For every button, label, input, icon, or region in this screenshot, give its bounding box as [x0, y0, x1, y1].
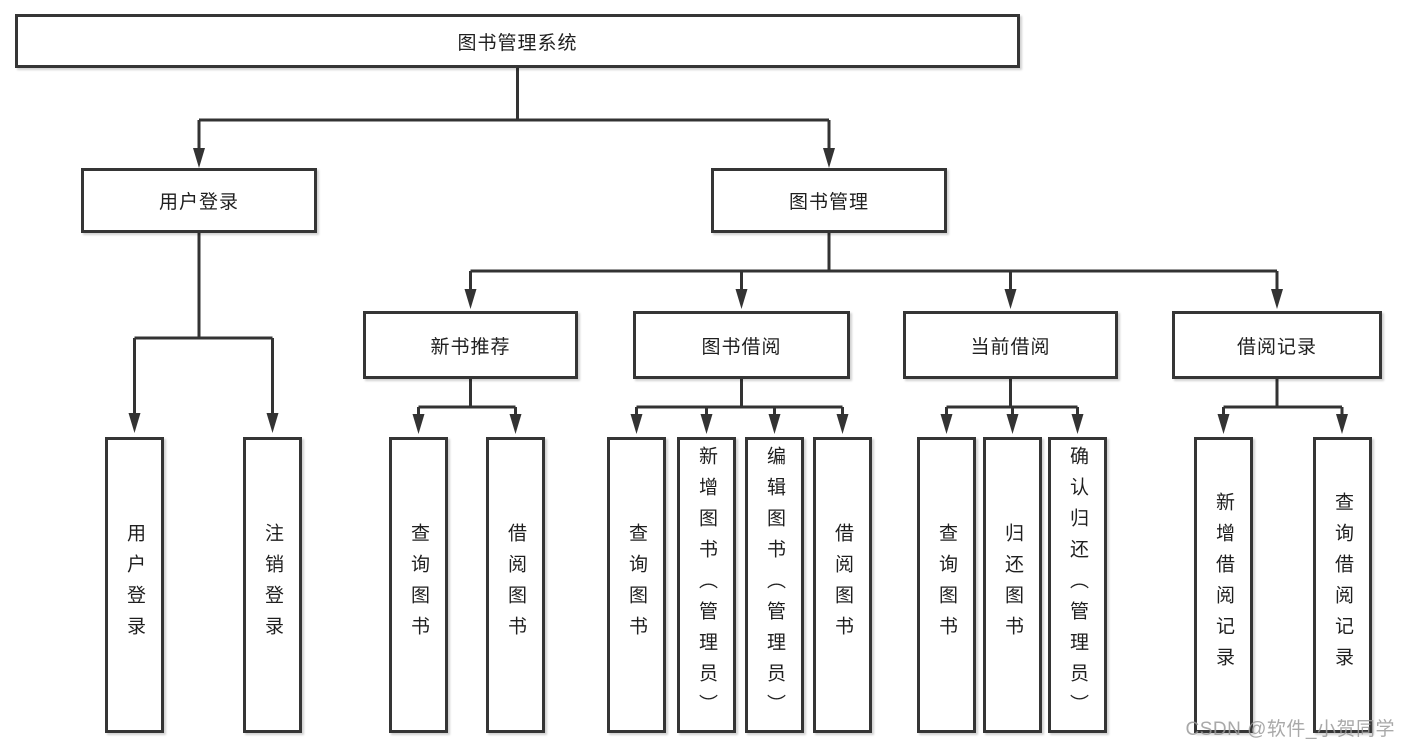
- leaf-confirm-return-admin: 确认归还（管理员）: [1048, 437, 1107, 733]
- leaf-current-query-books: 查询图书: [917, 437, 976, 733]
- leaf-edit-books-admin-label: 编辑图书（管理员）: [764, 445, 785, 725]
- leaf-user-login: 用户登录: [105, 437, 164, 733]
- node-new-book-recommend: 新书推荐: [363, 311, 578, 379]
- leaf-user-login-label: 用户登录: [124, 523, 145, 647]
- leaf-return-books: 归还图书: [983, 437, 1042, 733]
- leaf-borrow-query-books: 查询图书: [607, 437, 666, 733]
- leaf-borrow-books-label: 借阅图书: [832, 523, 853, 647]
- leaf-add-borrow-record: 新增借阅记录: [1194, 437, 1253, 733]
- leaf-recommend-query-books: 查询图书: [389, 437, 448, 733]
- leaf-borrow-query-books-label: 查询图书: [626, 523, 647, 647]
- node-book-borrow-label: 图书借阅: [701, 336, 782, 358]
- node-user-login-label: 用户登录: [158, 192, 239, 213]
- node-root-label: 图书管理系统: [457, 32, 578, 54]
- node-root-system: 图书管理系统: [15, 14, 1020, 68]
- node-current-borrow-label: 当前借阅: [970, 336, 1051, 358]
- leaf-add-borrow-record-label: 新增借阅记录: [1213, 492, 1234, 678]
- node-book-borrow: 图书借阅: [633, 311, 850, 379]
- leaf-query-borrow-record-label: 查询借阅记录: [1332, 492, 1353, 678]
- leaf-return-books-label: 归还图书: [1002, 523, 1023, 647]
- leaf-edit-books-admin: 编辑图书（管理员）: [745, 437, 804, 733]
- leaf-recommend-borrow-books-label: 借阅图书: [505, 523, 526, 647]
- leaf-query-borrow-record: 查询借阅记录: [1313, 437, 1372, 733]
- node-book-management: 图书管理: [711, 168, 947, 233]
- leaf-logout-login-label: 注销登录: [262, 523, 283, 647]
- node-borrow-records: 借阅记录: [1172, 311, 1382, 379]
- leaf-add-books-admin: 新增图书（管理员）: [677, 437, 736, 733]
- node-new-book-recommend-label: 新书推荐: [430, 336, 511, 358]
- node-book-management-label: 图书管理: [788, 192, 869, 213]
- leaf-logout-login: 注销登录: [243, 437, 302, 733]
- leaf-add-books-admin-label: 新增图书（管理员）: [696, 445, 717, 725]
- leaf-confirm-return-admin-label: 确认归还（管理员）: [1067, 445, 1088, 725]
- leaf-recommend-borrow-books: 借阅图书: [486, 437, 545, 733]
- node-borrow-records-label: 借阅记录: [1236, 336, 1317, 358]
- leaf-borrow-books: 借阅图书: [813, 437, 872, 733]
- csdn-watermark: CSDN @软件_小贺同学: [1185, 719, 1395, 740]
- leaf-current-query-books-label: 查询图书: [936, 523, 957, 647]
- node-current-borrow: 当前借阅: [903, 311, 1118, 379]
- leaf-recommend-query-books-label: 查询图书: [408, 523, 429, 647]
- node-user-login: 用户登录: [81, 168, 317, 233]
